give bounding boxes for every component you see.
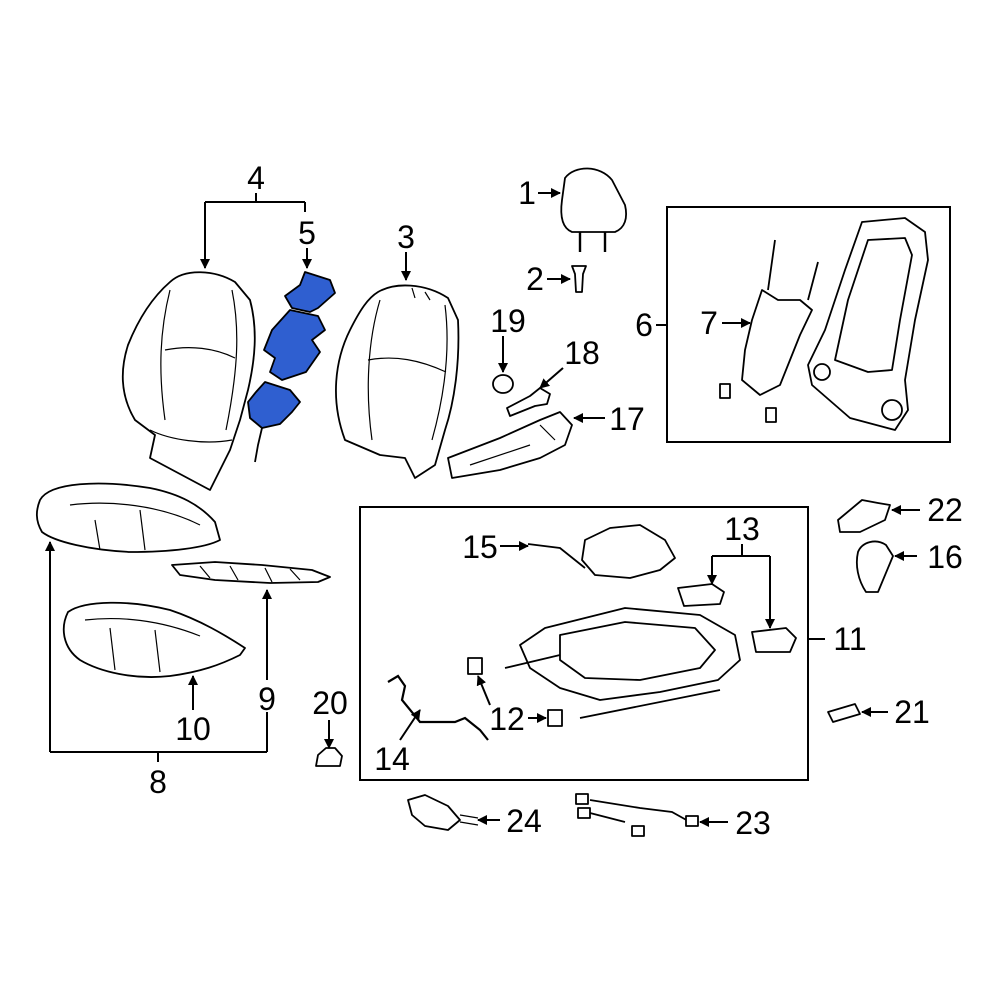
callout-3: 3 (397, 219, 415, 255)
callout-10: 10 (175, 711, 211, 747)
cover-16-part[interactable] (855, 540, 894, 593)
cushion-heater-part[interactable] (171, 561, 331, 584)
callout-24: 24 (506, 803, 542, 839)
bracket-22-part[interactable] (837, 499, 891, 533)
seat-cushion-cover-part[interactable] (35, 482, 221, 553)
callout-2: 2 (526, 261, 544, 297)
back-frame-bracket-part[interactable] (719, 239, 819, 423)
callout-labels: 1 2 3 4 5 6 7 8 9 10 11 12 13 14 15 16 1… (149, 160, 963, 841)
clip-21-part[interactable] (827, 703, 861, 723)
callout-14: 14 (374, 741, 410, 777)
seatback-frame-part[interactable] (807, 217, 929, 431)
leader-lines (45, 188, 920, 827)
callout-18: 18 (564, 335, 600, 371)
track-group-box (359, 506, 809, 781)
knob-cap-part[interactable] (492, 374, 514, 394)
recliner-handle-part[interactable] (506, 387, 551, 417)
callout-22: 22 (927, 492, 963, 528)
callout-8: 8 (149, 764, 167, 800)
callout-19: 19 (490, 303, 526, 339)
seatback-heater-part[interactable] (247, 271, 336, 463)
callout-13: 13 (724, 511, 760, 547)
clip-12-part[interactable] (467, 657, 563, 727)
callout-4: 4 (247, 160, 265, 196)
harness-23-part[interactable] (575, 793, 699, 837)
headrest-part[interactable] (560, 167, 628, 252)
callout-1: 1 (518, 175, 536, 211)
seatback-cover-part[interactable] (121, 271, 256, 491)
callout-17: 17 (609, 401, 645, 437)
callout-5: 5 (298, 215, 316, 251)
harness-bracket-part[interactable] (527, 524, 676, 579)
callout-16: 16 (927, 539, 963, 575)
callout-12: 12 (489, 701, 525, 737)
seat-cushion-pad-part[interactable] (62, 601, 246, 678)
rod-part[interactable] (387, 674, 489, 741)
switch-24-part[interactable] (407, 794, 479, 831)
callout-23: 23 (735, 805, 771, 841)
callout-20: 20 (312, 685, 348, 721)
callout-9: 9 (258, 681, 276, 717)
side-shield-part[interactable] (447, 411, 573, 479)
callout-6: 6 (635, 307, 653, 343)
seatback-pad-part[interactable] (335, 284, 460, 479)
callout-11: 11 (833, 621, 866, 657)
callout-21: 21 (894, 694, 930, 730)
callout-7: 7 (700, 305, 718, 341)
clip-20-part[interactable] (315, 747, 343, 767)
headrest-guide-part[interactable] (571, 265, 587, 293)
callout-15: 15 (462, 529, 498, 565)
seat-track-part[interactable] (504, 607, 741, 719)
